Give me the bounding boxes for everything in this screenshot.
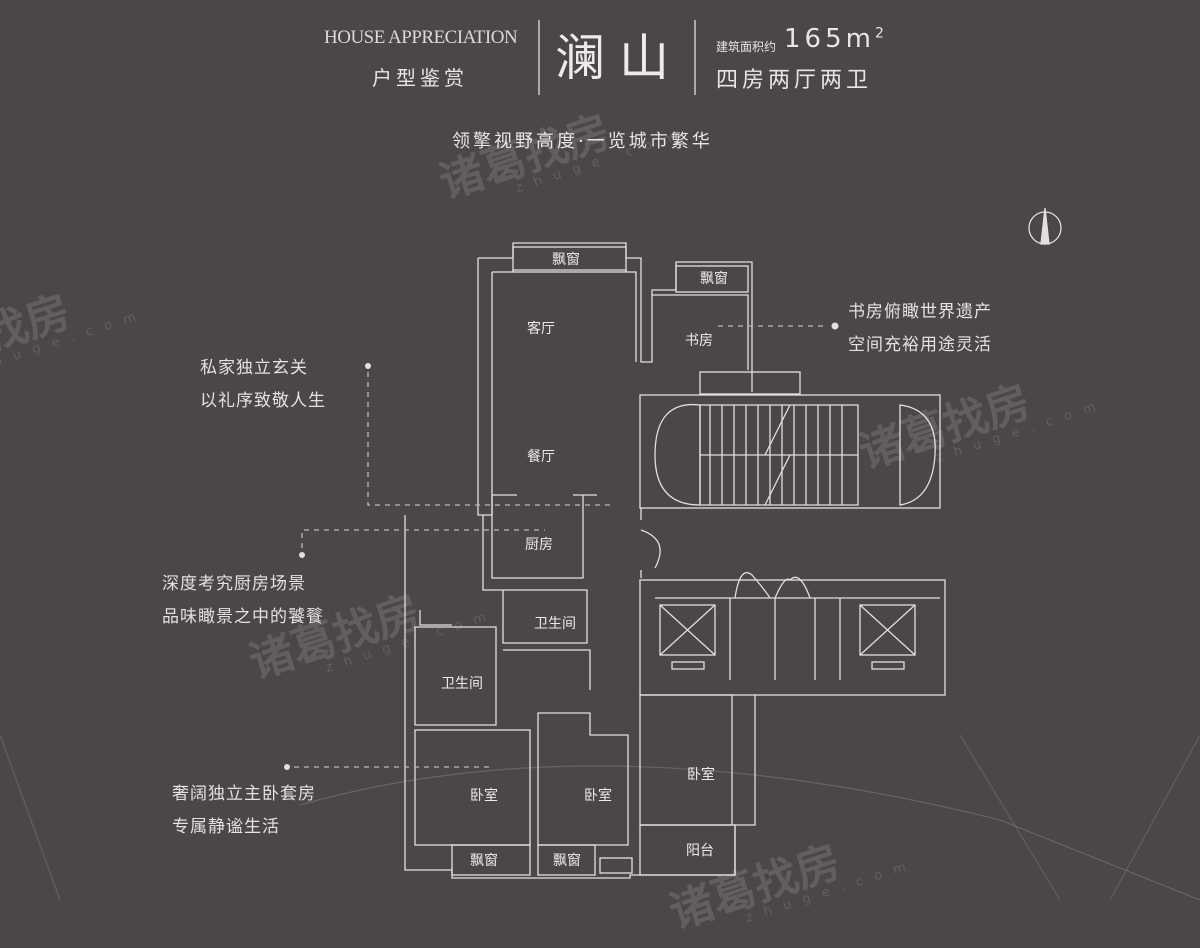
room-bedroom-1: 卧室 bbox=[470, 788, 498, 804]
note-line: 品味瞰景之中的饕餮 bbox=[162, 607, 324, 627]
floor-plan bbox=[0, 20, 1200, 900]
annotation-leaders bbox=[294, 325, 828, 768]
room-living: 客厅 bbox=[527, 321, 555, 337]
area-value: 165m2 bbox=[784, 24, 888, 54]
note-line: 空间充裕用途灵活 bbox=[848, 335, 992, 355]
decor-lines bbox=[0, 734, 1200, 900]
note-kitchen: 深度考究厨房场景 品味瞰景之中的饕餮 bbox=[162, 568, 324, 634]
slogan: 领擎视野高度·一览城市繁华 bbox=[452, 131, 713, 152]
area-label: 建筑面积约 bbox=[716, 40, 777, 54]
decor-arc bbox=[299, 765, 1200, 900]
bay-window-bedroom-1: 飘窗 bbox=[470, 853, 498, 869]
note-line: 私家独立玄关 bbox=[200, 358, 308, 378]
room-bath-2: 卫生间 bbox=[441, 676, 483, 692]
room-study: 书房 bbox=[685, 333, 713, 349]
room-dining: 餐厅 bbox=[527, 449, 555, 465]
layout-type: 四房两厅两卫 bbox=[716, 68, 873, 93]
bay-window-bedroom-2: 飘窗 bbox=[553, 853, 581, 869]
note-line: 以礼序致敬人生 bbox=[200, 391, 326, 411]
area-unit: 2 bbox=[874, 25, 888, 42]
note-entrance: 私家独立玄关 以礼序致敬人生 bbox=[200, 352, 326, 418]
project-name: 澜山 bbox=[555, 29, 683, 87]
annotation-dots bbox=[284, 322, 839, 770]
note-study: 书房俯瞰世界遗产 空间充裕用途灵活 bbox=[848, 296, 992, 362]
room-bedroom-2: 卧室 bbox=[584, 788, 612, 804]
chinese-subtitle: 户型鉴赏 bbox=[372, 66, 468, 90]
compass-icon bbox=[1028, 207, 1062, 245]
note-line: 书房俯瞰世界遗产 bbox=[848, 302, 992, 322]
note-line: 专属静谧生活 bbox=[172, 817, 280, 837]
note-line: 深度考究厨房场景 bbox=[162, 574, 306, 594]
note-line: 奢阔独立主卧套房 bbox=[172, 784, 316, 804]
walls bbox=[404, 242, 946, 879]
room-balcony: 阳台 bbox=[686, 843, 714, 859]
room-bedroom-3: 卧室 bbox=[687, 767, 715, 783]
note-master: 奢阔独立主卧套房 专属静谧生活 bbox=[172, 778, 316, 844]
english-title: HOUSE APPRECIATION bbox=[324, 27, 518, 48]
room-kitchen: 厨房 bbox=[525, 537, 553, 553]
room-bath-1: 卫生间 bbox=[534, 616, 576, 632]
bay-window-study: 飘窗 bbox=[700, 271, 728, 287]
area-number: 165m bbox=[784, 24, 875, 54]
bay-window-living: 飘窗 bbox=[552, 252, 580, 268]
